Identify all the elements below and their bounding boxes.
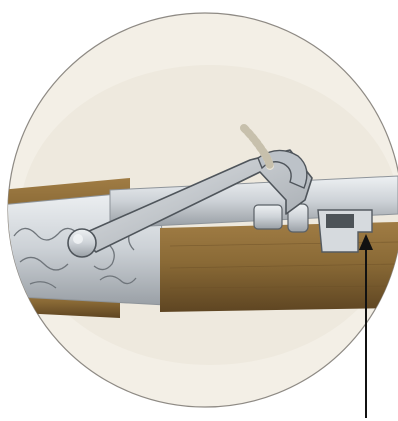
pivot-knob [68, 229, 96, 257]
pan-opening [326, 214, 354, 228]
pivot-collar [254, 205, 282, 229]
main-stock [160, 222, 398, 312]
